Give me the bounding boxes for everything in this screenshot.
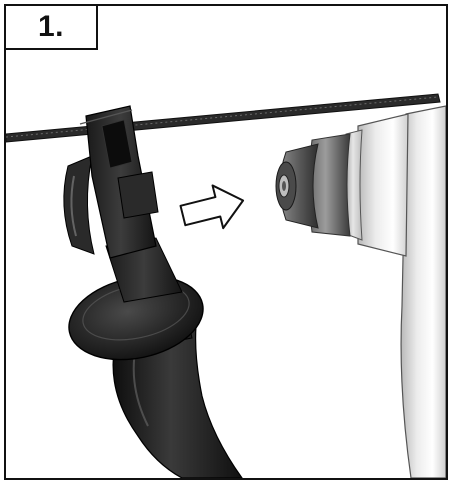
drill-body: [343, 105, 446, 478]
step-number: 1.: [37, 10, 65, 43]
handle-clamp-band: [63, 105, 159, 259]
instruction-panel: 1.: [4, 4, 448, 480]
drill-chuck: [275, 133, 351, 237]
assembly-illustration: [6, 93, 446, 478]
step-number-badge: 1.: [6, 6, 98, 50]
side-handle: [68, 237, 243, 478]
direction-arrow-icon: [179, 184, 245, 230]
